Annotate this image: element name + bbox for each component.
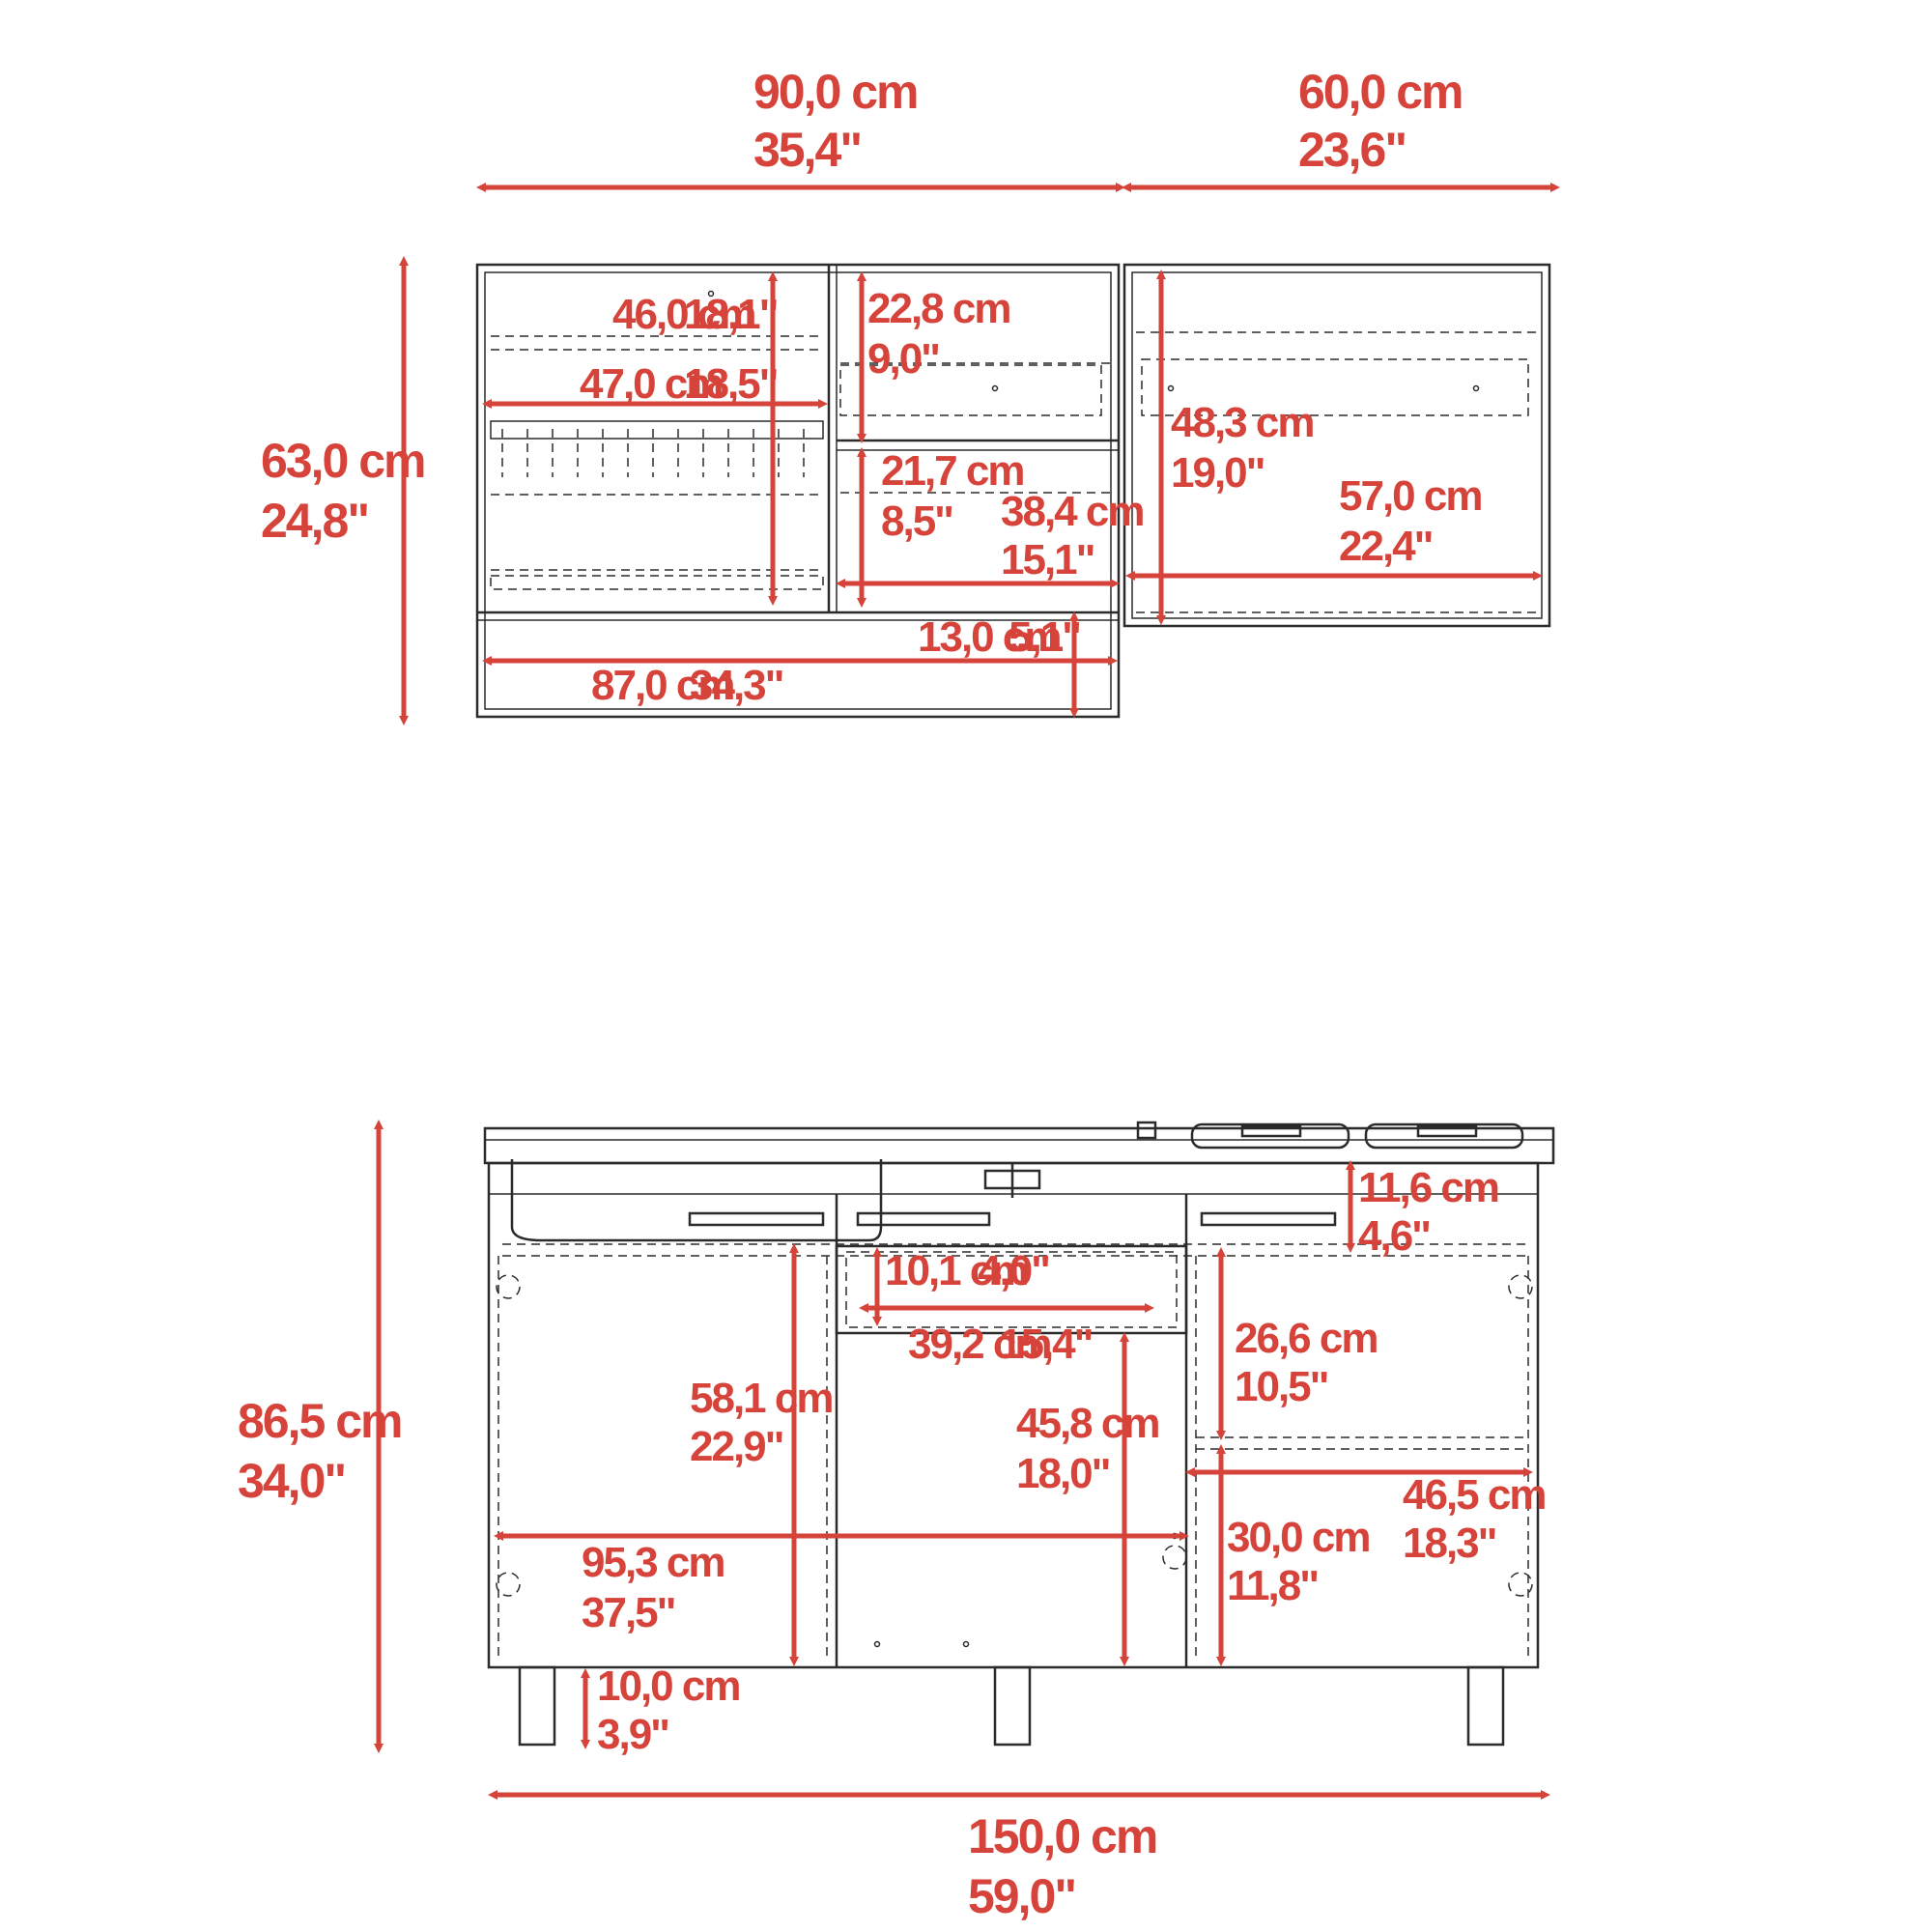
left-cabinet-inner xyxy=(484,271,1112,710)
label-58-1-cm: 58,1 cm xyxy=(690,1375,832,1422)
label-150-cm: 150,0 cm xyxy=(968,1809,1156,1863)
label-47-cm: 47,0 cm xyxy=(580,360,722,408)
label-86-5-in: 34,0" xyxy=(238,1454,345,1508)
label-58-1-in: 22,9" xyxy=(690,1423,783,1470)
top-view-dimensions xyxy=(399,183,1560,725)
label-38-4-cm: 38,4 cm xyxy=(1001,488,1143,535)
label-48-3-in: 19,0" xyxy=(1171,449,1264,497)
label-11-6-in: 4,6" xyxy=(1358,1212,1430,1260)
label-21-7-in: 8,5" xyxy=(881,497,952,545)
label-150-in: 59,0" xyxy=(968,1869,1075,1923)
label-57-in: 22,4" xyxy=(1339,523,1433,570)
label-47-in: 18,5" xyxy=(684,360,778,408)
label-45-8-in: 18,0" xyxy=(1016,1450,1110,1497)
label-87-in: 34,3" xyxy=(690,662,783,709)
leg-left xyxy=(518,1665,556,1747)
leg-middle xyxy=(993,1665,1032,1747)
label-22-8-cm: 22,8 cm xyxy=(867,285,1009,332)
label-10-1-cm: 10,1 cm xyxy=(885,1247,1027,1294)
label-13-cm: 13,0 cm xyxy=(918,613,1060,661)
label-30-cm: 30,0 cm xyxy=(1227,1514,1369,1561)
label-26-6-cm: 26,6 cm xyxy=(1235,1315,1377,1362)
label-13-in: 5,1" xyxy=(1009,613,1080,661)
front-view xyxy=(483,1121,1555,1747)
label-48-3-cm: 48,3 cm xyxy=(1171,399,1313,446)
label-39-2-cm: 39,2 cm xyxy=(908,1321,1050,1368)
right-cabinet-frame xyxy=(1122,263,1551,628)
countertop xyxy=(483,1126,1555,1165)
label-46-in: 18,1" xyxy=(684,291,778,338)
label-46-cm: 46,0 cm xyxy=(612,291,754,338)
handle-right xyxy=(1200,1211,1337,1227)
label-57-cm: 57,0 cm xyxy=(1339,472,1481,520)
front-view-labels: 86,5 cm 34,0" 150,0 cm 59,0" 11,6 cm 4,6… xyxy=(238,1164,1547,1923)
label-38-4-in: 15,1" xyxy=(1001,536,1094,583)
dish-rack xyxy=(490,420,824,590)
label-height-total-in: 24,8" xyxy=(261,494,368,548)
label-10-leg-in: 3,9" xyxy=(597,1711,668,1758)
label-46-5-in: 18,3" xyxy=(1403,1520,1496,1567)
label-30-in: 11,8" xyxy=(1227,1562,1318,1609)
label-10-leg-cm: 10,0 cm xyxy=(597,1662,739,1710)
label-21-7-cm: 21,7 cm xyxy=(881,447,1023,495)
top-view-labels: 90,0 cm 35,4" 60,0 cm 23,6" 63,0 cm 24,8… xyxy=(261,65,1483,709)
label-87-cm: 87,0 cm xyxy=(591,662,733,709)
label-95-3-cm: 95,3 cm xyxy=(582,1539,724,1586)
label-45-8-cm: 45,8 cm xyxy=(1016,1400,1158,1447)
front-view-dimensions xyxy=(374,1120,1550,1800)
label-10-1-in: 4,0" xyxy=(978,1247,1049,1294)
label-width-right-in: 23,6" xyxy=(1298,123,1406,177)
label-width-left-cm: 90,0 cm xyxy=(753,65,917,119)
right-cabinet-inner xyxy=(1131,271,1543,619)
sink-bowl xyxy=(510,1159,883,1242)
left-cabinet-frame xyxy=(475,263,1121,719)
stove-burner-2 xyxy=(1364,1122,1524,1150)
leg-right xyxy=(1466,1665,1505,1747)
drawer xyxy=(835,1244,1188,1335)
label-95-3-in: 37,5" xyxy=(582,1589,675,1636)
label-46-5-cm: 46,5 cm xyxy=(1403,1471,1545,1519)
label-height-total-cm: 63,0 cm xyxy=(261,434,424,488)
label-39-2-in: 15,4" xyxy=(999,1321,1093,1368)
label-22-8-in: 9,0" xyxy=(867,335,939,383)
label-26-6-in: 10,5" xyxy=(1235,1363,1328,1410)
label-86-5-cm: 86,5 cm xyxy=(238,1394,401,1448)
label-width-left-in: 35,4" xyxy=(753,123,861,177)
label-width-right-cm: 60,0 cm xyxy=(1298,65,1462,119)
label-11-6-cm: 11,6 cm xyxy=(1358,1164,1498,1211)
handle-middle xyxy=(856,1211,991,1227)
stove-burner-1 xyxy=(1190,1122,1350,1150)
handle-left xyxy=(688,1211,825,1227)
